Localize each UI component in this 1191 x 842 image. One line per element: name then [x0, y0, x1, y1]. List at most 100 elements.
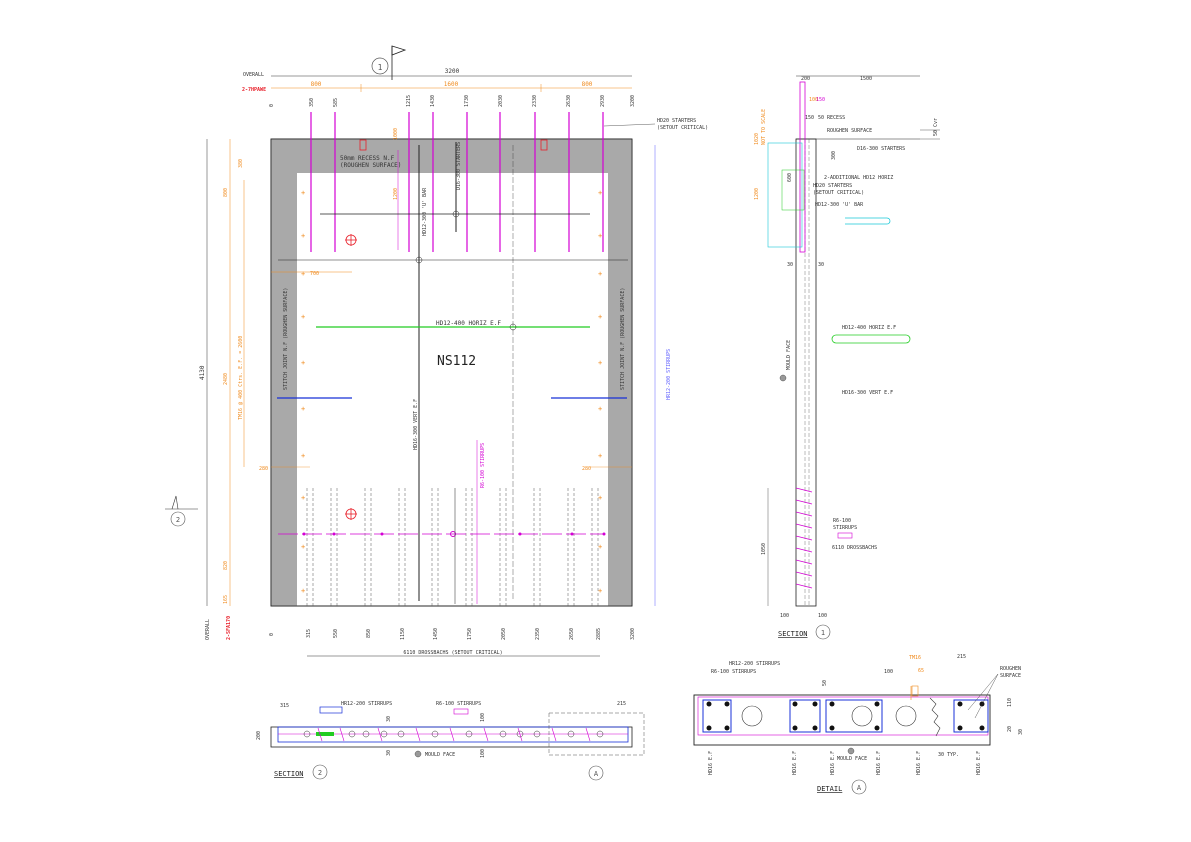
s1-dim-1500: 1500: [860, 76, 872, 82]
s1-add-hd12: 2-ADDITIONAL HD12 HORIZ: [824, 175, 893, 181]
dim-1200: 1200: [393, 188, 399, 200]
left-dim-165: 165: [223, 595, 229, 604]
hr12-stirrups-label: HR12-200 STIRRUPS: [666, 349, 672, 400]
overall-top-label: OVERALL: [243, 72, 264, 78]
detail-title: DETAIL: [817, 785, 842, 793]
detail-bar-label: HD16 E.F: [792, 751, 798, 775]
section-1-marker: 1: [371, 45, 407, 80]
detail-dim-100: 100: [884, 669, 893, 675]
svg-text:+: +: [598, 494, 602, 502]
s1-dim-300: 300: [831, 151, 837, 160]
hpawe-label: 2-7HPAWE: [242, 87, 266, 93]
svg-text:+: +: [301, 359, 305, 367]
top-tick: 1215: [406, 95, 412, 107]
svg-text:+: +: [301, 313, 305, 321]
svg-text:+: +: [301, 587, 305, 595]
s2-detail-marker: A: [594, 770, 599, 778]
s2-mould-face: MOULD FACE: [425, 752, 455, 758]
top-tick: 1730: [464, 95, 470, 107]
detail-hr12: HR12-200 STIRRUPS: [729, 661, 780, 667]
svg-text:+: +: [598, 313, 602, 321]
top-tick: 3200: [630, 95, 636, 107]
section-1-marker-label: 1: [378, 63, 383, 72]
drossbachs-note: 6110 DROSSBACHS (SETOUT CRITICAL): [403, 650, 502, 656]
s1-hd16-vert: HD16-300 VERT E.F: [842, 390, 893, 396]
top-recess-band: [271, 139, 632, 173]
svg-text:+: +: [301, 232, 305, 240]
panel-mark: NS112: [437, 354, 476, 369]
left-tm16-dim: TM16 @ 400 Ctrs. E.F. = 2600: [238, 336, 244, 420]
top-tick: 2630: [566, 95, 572, 107]
svg-text:+: +: [598, 359, 602, 367]
detail-dim-110: 110: [1007, 698, 1013, 707]
overall-bottom-label: OVERALL: [205, 619, 211, 640]
bottom-tick: 3200: [630, 628, 636, 640]
s1-hd20: HD20 STARTERS: [813, 183, 852, 189]
s1-u-bar-shape: [767, 142, 803, 248]
s2-dim-315: 315: [280, 703, 289, 709]
s1-dim-150: 150: [816, 97, 825, 103]
hd20-starters-note: HD20 STARTERS: [657, 118, 696, 124]
detail-dim-215: 215: [957, 654, 966, 660]
s1-dim-100a: 100: [780, 613, 789, 619]
detail-roughen-2: SURFACE: [1000, 673, 1021, 679]
hd16-vert-label: HD16-300 VERT E.F: [413, 399, 419, 450]
right-stitch-band: [608, 139, 632, 606]
s2-hr12: HR12-200 STIRRUPS: [341, 701, 392, 707]
recess-note-2: (ROUGHEN SURFACE): [340, 162, 401, 169]
s1-cvr: 50 Cvr: [933, 118, 939, 136]
s1-dim-150b: 150: [805, 115, 814, 121]
svg-text:+: +: [598, 270, 602, 278]
left-dim-820: 820: [223, 561, 229, 570]
starter-bars: [310, 112, 604, 252]
svg-text:+: +: [301, 189, 305, 197]
top-tick: 0: [269, 104, 275, 107]
detail-r6: R6-100 STIRRUPS: [711, 669, 756, 675]
bottom-tick: 2350: [535, 628, 541, 640]
overall-width-label: 3200: [445, 68, 460, 75]
s1-dim-600: 600: [787, 173, 793, 182]
s1-drossbachs: 6110 DROSSBACHS: [832, 545, 877, 551]
s1-dim-1050: 1050: [761, 543, 767, 555]
s1-wall-outline: [795, 138, 817, 607]
svg-text:+: +: [598, 232, 602, 240]
bottom-tick: 2885: [596, 628, 602, 640]
s2-title-marker: 2: [318, 769, 322, 777]
svg-text:+: +: [598, 543, 602, 551]
detail-typ: 30 TYP.: [938, 752, 959, 758]
detail-title-marker: A: [857, 784, 862, 792]
s1-not-to-scale: NOT TO SCALE: [761, 109, 767, 145]
top-tick: 585: [333, 98, 339, 107]
s1-r6-2: STIRRUPS: [833, 525, 857, 531]
detail-a-view: HR12-200 STIRRUPS R6-100 STIRRUPS 215 RO…: [693, 654, 1024, 795]
left-stitch-band: [271, 139, 297, 606]
detail-dim-50: 50: [822, 680, 828, 686]
svg-text:+: +: [598, 587, 602, 595]
svg-text:+: +: [301, 543, 305, 551]
top-tick: 1430: [430, 95, 436, 107]
svg-text:+: +: [598, 405, 602, 413]
bottom-tick: 1750: [467, 628, 473, 640]
s1-dim-100b: 100: [818, 613, 827, 619]
dim-380: 380: [238, 159, 244, 168]
s2-title: SECTION: [274, 770, 304, 778]
u-bar-label: HD12-300 'U' BAR: [422, 187, 428, 236]
detail-dim-65: 65: [918, 668, 924, 674]
detail-bar-label: HD16 E.F: [830, 751, 836, 775]
bottom-tick: 0: [269, 633, 275, 636]
svg-text:+: +: [301, 452, 305, 460]
d16-starters-label: D16-300 STARTERS: [456, 142, 462, 190]
detail-outline: [693, 694, 991, 746]
lifter-symbols: [345, 139, 548, 520]
detail-mould-face: MOULD FACE: [837, 756, 867, 762]
section-2-marker-label: 2: [176, 516, 180, 524]
s2-dim-30b: 30: [386, 750, 392, 756]
flag-icon: [391, 45, 407, 56]
s1-d16-starters: D16-300 STARTERS: [857, 146, 905, 152]
sfa-label: 2-SFA170: [226, 616, 232, 640]
top-seg-3: 800: [582, 81, 593, 88]
r6-stirrups-label: R6-100 STIRRUPS: [480, 443, 486, 488]
top-tick: 350: [309, 98, 315, 107]
detail-bar-label: HD16 E.F: [916, 751, 922, 775]
